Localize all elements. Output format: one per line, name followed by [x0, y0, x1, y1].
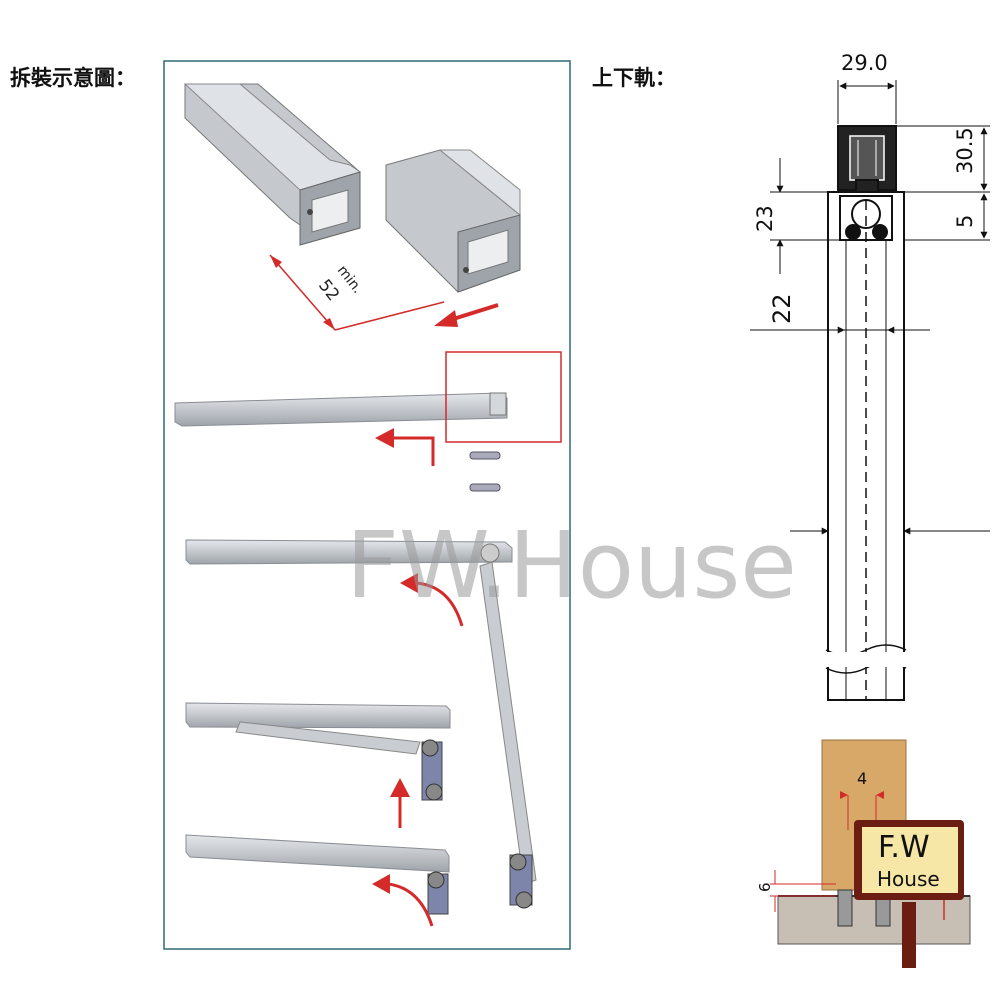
step2-arrow: [400, 573, 464, 627]
sign-line1: F.W: [878, 830, 930, 865]
rail-profile-right: [385, 149, 521, 293]
rail-technical-drawing: [824, 125, 908, 701]
watermark: FW.House: [346, 512, 797, 619]
step1-rail: [174, 392, 508, 427]
disassembly-title: 拆裝示意圖：: [10, 66, 136, 90]
rail-profile-left: [183, 83, 362, 246]
hanging-door-panel: [479, 561, 537, 909]
step4-rail: [185, 834, 450, 915]
dim-23-value: 23: [753, 205, 777, 232]
clip-parts: [469, 451, 501, 492]
gap-6-value: 6: [756, 882, 774, 892]
fw-house-sign: [854, 820, 964, 968]
step1-arrow: [375, 428, 435, 466]
rails-title: 上下軌：: [592, 66, 676, 90]
insert-arrow: [434, 303, 499, 327]
dim-width-value: 29.0: [841, 51, 888, 75]
step3-rail: [185, 702, 451, 801]
step4-arrow: [372, 874, 434, 927]
detail-highlight-box: [445, 351, 562, 443]
gap-4-value: 4: [857, 769, 867, 788]
min-length-dimension: [269, 254, 445, 331]
dim-5-value: 5: [953, 215, 977, 228]
dim-height-value: 30.5: [953, 127, 977, 174]
step3-arrow: [390, 778, 410, 828]
dimension-lines: [750, 80, 990, 535]
step2-rail: [185, 539, 513, 565]
dim-22-value: 22: [768, 293, 796, 324]
sign-line2: House: [877, 867, 940, 891]
